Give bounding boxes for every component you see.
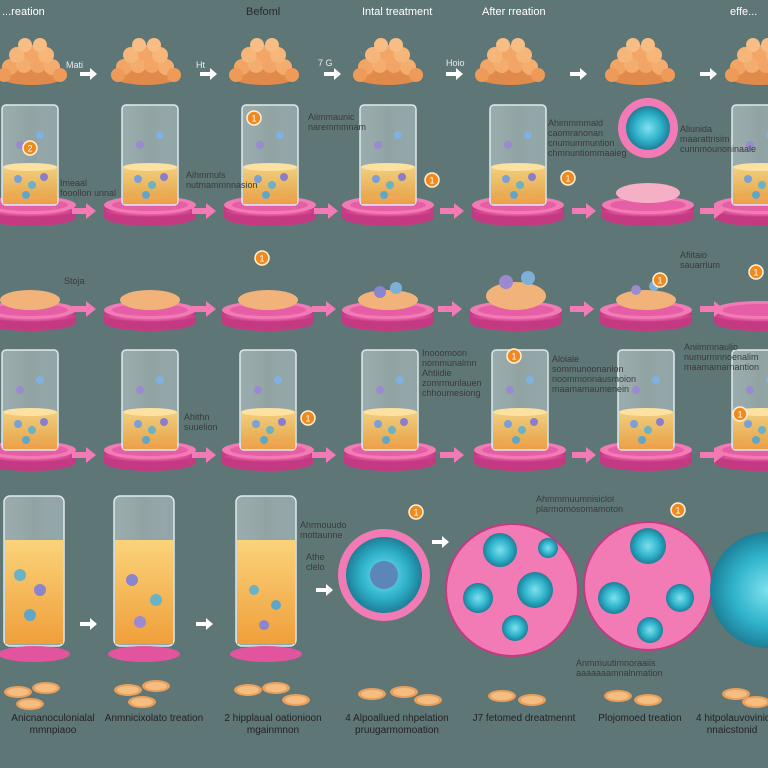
step-marker-number: 1 <box>675 506 680 516</box>
step-marker-number: 1 <box>305 414 310 424</box>
step-marker-number: 1 <box>413 508 418 518</box>
row-1-organoid <box>616 98 680 203</box>
label-row3-b: Ahithn suuelion <box>184 412 218 432</box>
label-row4-b: Ahrmouudo mottaunne <box>300 520 347 540</box>
step-marker-number: 2 <box>27 144 32 154</box>
label-row3-d: Inooomoon nommunalmn Ahtiidie zomrmunlau… <box>422 348 482 398</box>
footer-1: Anicnanoculonialal mmnpiaoo <box>11 713 95 736</box>
label-row1-d: Aiimmaunic naremmmnam <box>308 112 367 132</box>
step-marker-number: 1 <box>737 410 742 420</box>
label-row4-top: Ahmmmuumnisiclol plarmomosomamoton <box>536 494 624 514</box>
row-3-tubes <box>0 349 768 471</box>
label-row1-f: Ahimmmmald caomranonan cnumummuntion chm… <box>548 118 627 158</box>
header-col-2: Befoml <box>246 6 281 18</box>
label-row3-f: Aloiale sommunoonanion noommonnausmoion … <box>552 354 637 394</box>
label-row1-g: Aliunida maarattrisim cunnmounoninaale <box>680 124 757 154</box>
label-row3-g: Aniimmnaulio numurmnnoenalim maamamarnan… <box>684 342 760 372</box>
row-2-tissues <box>0 271 768 331</box>
header-col-5: effe... <box>730 6 758 18</box>
footer-3: 2 hipplaual oationioon mgainmnon <box>224 713 322 736</box>
row-4-organoids <box>338 521 768 657</box>
row-5-pills <box>4 680 768 710</box>
label-row1-c: Aihmmuls nutmammnnasion <box>186 170 258 190</box>
row-4-tubes <box>0 495 302 662</box>
top-label-2: Ht <box>196 60 205 70</box>
label-row2-g: Afiitaio sauarrium <box>680 250 721 270</box>
step-marker-number: 1 <box>565 174 570 184</box>
top-label-3: 7 G <box>318 58 333 68</box>
footer-4: 4 Alpoallued nhpelation pruugarmomoation <box>345 713 449 736</box>
label-row1-b: Imeaal fooollon unnal <box>60 178 117 198</box>
step-marker-number: 1 <box>657 276 662 286</box>
label-row4-bottom: Anmmuutimnoraaiis aaaaaaamnalnmation <box>576 658 663 678</box>
header-col-1: ...reation <box>2 6 45 18</box>
row-1-cell-piles <box>0 38 768 85</box>
footer-6: Plojomoed treation <box>598 713 682 724</box>
top-label-4: Hoio <box>446 58 465 68</box>
footer-2: Anmnicixolato treation <box>104 713 204 724</box>
header-col-3: Intal treatment <box>362 6 433 18</box>
label-row2-a: Stoja <box>64 276 85 286</box>
footer-5: J7 fetomed dreatmennt <box>472 713 576 724</box>
step-marker-number: 1 <box>429 176 434 186</box>
label-row4-b2: Athe clelo <box>306 552 325 572</box>
header-col-4: After rreation <box>482 6 546 18</box>
step-marker-number: 1 <box>511 352 516 362</box>
step-marker-number: 1 <box>251 114 256 124</box>
step-marker-number: 1 <box>259 254 264 264</box>
top-label-1: Mati <box>66 60 84 70</box>
step-marker-number: 1 <box>753 268 758 278</box>
